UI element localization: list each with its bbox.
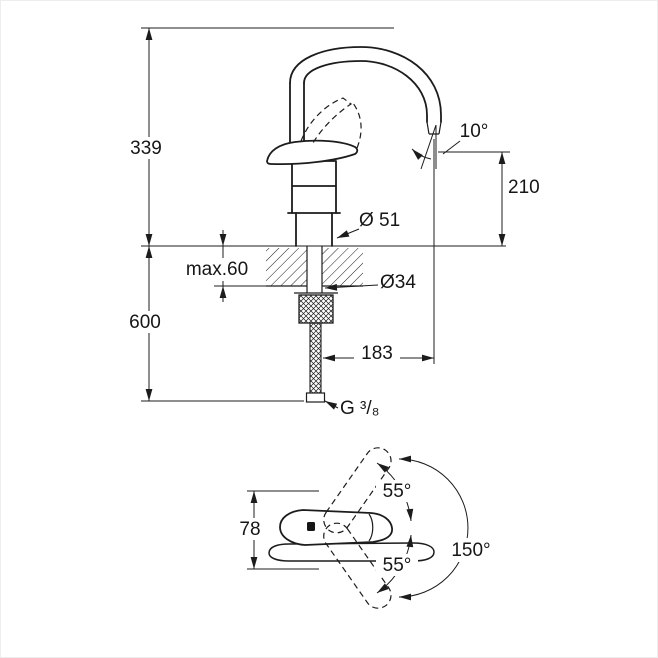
lever-down-dashed [323, 522, 392, 609]
top-view-group: 78 55° 55° 150° [231, 447, 501, 609]
lever-neutral [279, 509, 393, 546]
dimension-183: 183 [361, 343, 393, 364]
dimension-thread-g38: G ³/₈ [340, 398, 380, 419]
supply-hose [309, 322, 322, 394]
dimension-dia51: Ø 51 [359, 210, 400, 231]
dimension-max60: max.60 [186, 259, 248, 280]
lever-end-detail [368, 513, 374, 542]
labels-side: 339 10° 210 Ø 51 max.60 Ø34 600 183 G ³/… [123, 121, 540, 419]
countertop-hatch [266, 248, 363, 287]
lever-handle [266, 139, 359, 166]
spout-outline [289, 46, 442, 162]
lever-button [307, 522, 315, 531]
labels-top: 78 55° 55° 150° [231, 480, 501, 576]
dimension-55-up: 55° [383, 481, 412, 502]
dimension-55-down: 55° [383, 555, 412, 576]
dimension-339: 339 [130, 138, 162, 159]
side-view-group: 339 10° 210 Ø 51 max.60 Ø34 600 183 G ³/… [123, 27, 540, 419]
faucet-body [287, 160, 341, 247]
dimension-10deg: 10° [460, 121, 489, 142]
mounting-shank [306, 246, 323, 293]
dimension-dia34: Ø34 [380, 272, 416, 293]
hose-fitting [305, 392, 326, 403]
dimension-600: 600 [129, 312, 161, 333]
dimension-lines-side [141, 27, 510, 410]
dimension-78: 78 [239, 519, 260, 540]
dimension-210: 210 [508, 177, 540, 198]
lever-raised-dashed [300, 97, 362, 149]
dimension-150: 150° [451, 540, 490, 561]
mounting-nut [294, 292, 338, 324]
